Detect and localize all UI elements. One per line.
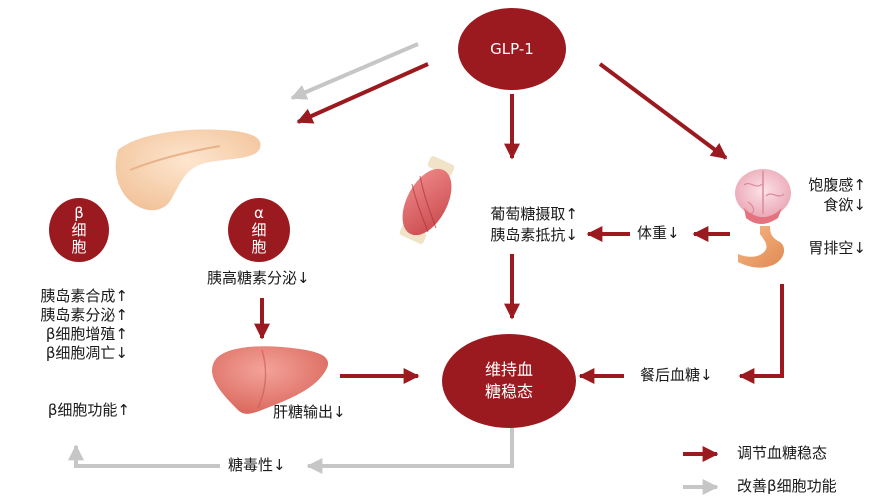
muscle-icon (399, 156, 455, 244)
pancreas-icon (115, 129, 261, 211)
beta-effect-insulin-synthesis: 胰岛素合成↑ (40, 287, 128, 305)
arrow-glp1-to-pancreas (296, 62, 429, 124)
muscle-effects-list: 葡萄糖摄取↑ 胰岛素抵抗↓ (490, 204, 578, 246)
beta-function-label: β细胞功能↑ (47, 401, 130, 419)
muscle-effect-glucose-uptake: 葡萄糖摄取↑ (490, 205, 578, 223)
beta-cell-label-3: 胞 (71, 237, 87, 256)
liver-icon (212, 346, 329, 414)
stomach-icon (738, 226, 785, 268)
alpha-cell-label-2: 细 (251, 220, 267, 239)
arrow-gastric-to-postprandial (738, 284, 784, 384)
alpha-cell-label-3: 胞 (251, 237, 267, 256)
glucagon-secretion-label: 胰高糖素分泌↓ (207, 269, 310, 287)
homeostasis-label-1: 维持血 (484, 360, 533, 379)
beta-effect-proliferation: β细胞增殖↑ (45, 325, 128, 343)
legend-dark-label: 调节血糖稳态 (737, 444, 828, 462)
beta-cell-node: β 细 胞 (49, 198, 109, 262)
brain-icon (735, 169, 791, 224)
beta-cell-label-2: 细 (71, 220, 87, 239)
beta-effects-list: 胰岛素合成↑ 胰岛素分泌↑ β细胞增殖↑ β细胞凋亡↓ (40, 287, 128, 363)
beta-effect-insulin-secretion: 胰岛素分泌↑ (40, 306, 128, 324)
homeostasis-label-2: 糖稳态 (484, 382, 533, 401)
body-weight-label: 体重↓ (637, 224, 680, 242)
muscle-effect-insulin-resistance: 胰岛素抵抗↓ (490, 226, 578, 244)
brain-effects-list: 饱腹感↑ 食欲↓ (808, 175, 866, 215)
glucotoxicity-label: 糖毒性↓ (228, 456, 286, 474)
hepatic-output-label: 肝糖输出↓ (273, 403, 346, 421)
glp1-node: GLP-1 (458, 8, 566, 90)
brain-effect-satiety: 饱腹感↑ (808, 176, 866, 194)
postprandial-glucose-label: 餐后血糖↓ (640, 366, 713, 384)
legend-light-label: 改善β细胞功能 (737, 477, 837, 495)
glucose-homeostasis-node: 维持血 糖稳态 (442, 334, 576, 428)
gastric-emptying-label: 胃排空↓ (808, 239, 866, 257)
arrow-glp1-to-brain (598, 62, 728, 160)
arrow-glucotoxicity-to-beta-function (68, 444, 220, 468)
beta-effect-apoptosis: β细胞凋亡↓ (45, 344, 128, 362)
arrow-glp1-to-pancreas-gray (290, 42, 419, 100)
beta-cell-label-1: β (74, 203, 84, 222)
brain-effect-appetite: 食欲↓ (823, 196, 866, 214)
arrow-hepatic-to-glucotoxicity (306, 410, 514, 474)
alpha-cell-node: α 细 胞 (228, 198, 290, 262)
alpha-cell-label-1: α (254, 203, 264, 222)
glp1-label: GLP-1 (490, 40, 534, 58)
